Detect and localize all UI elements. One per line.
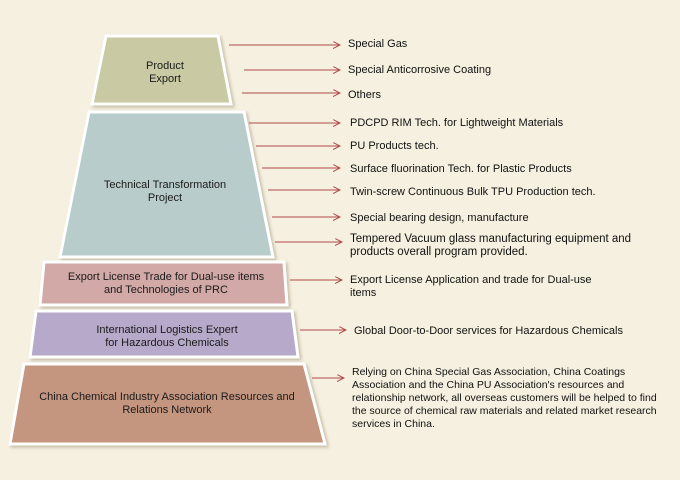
item-product-export-1: Special Anticorrosive Coating [348,64,492,76]
tier-logistics [28,309,300,359]
item-product-export-0: Special Gas [348,38,408,50]
item-technical-transformation-0: PDCPD RIM Tech. for Lightweight Material… [350,117,564,129]
tier-label-product-export: Product Export [146,60,184,85]
item-technical-transformation-2: Surface fluorination Tech. for Plastic P… [350,163,572,175]
tier-label-association-network: China Chemical Industry Association Reso… [39,391,295,416]
tier-product-export [90,34,233,106]
item-export-license-0: Export License Application and trade for… [350,274,592,299]
item-technical-transformation-1: PU Products tech. [350,140,439,152]
tier-export-license [38,260,289,307]
item-logistics-0: Global Door-to-Door services for Hazardo… [354,325,623,337]
item-technical-transformation-5: Tempered Vacuum glass manufacturing equi… [350,233,632,258]
item-association-network-0: Relying on China Special Gas Association… [352,366,657,430]
tier-label-export-license: Export License Trade for Dual-use items … [67,271,265,296]
tier-association-network [8,362,327,446]
tier-label-technical-transformation: Technical Transformation Project [103,179,227,204]
tier-label-logistics: International Logistics Expert for Hazar… [96,324,238,349]
item-product-export-2: Others [348,89,382,101]
item-technical-transformation-3: Twin-screw Continuous Bulk TPU Productio… [350,186,596,198]
tier-technical-transformation [58,110,275,259]
item-technical-transformation-4: Special bearing design, manufacture [350,212,529,224]
